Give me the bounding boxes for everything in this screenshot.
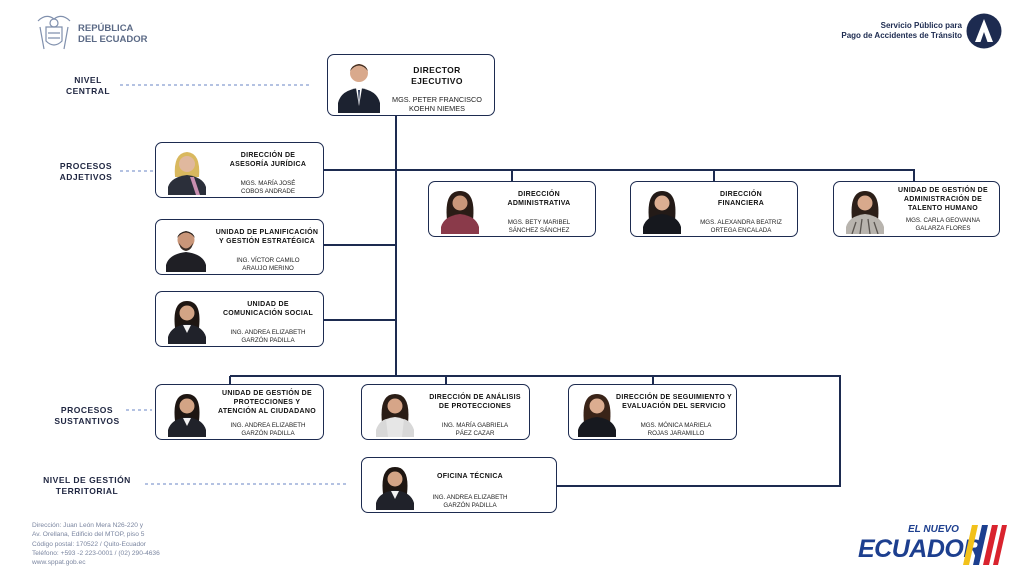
agency-logo-icon <box>966 13 1002 49</box>
avatar-male <box>335 58 383 118</box>
avatar-female <box>844 186 886 239</box>
flag-stripes-icon <box>962 523 1008 567</box>
avatar-female <box>439 186 481 239</box>
avatar-female <box>166 147 208 200</box>
agency-name: Servicio Público para Pago de Accidentes… <box>841 21 962 40</box>
footer-contact: Dirección: Juan León Mera N26-220 y Av. … <box>32 522 160 567</box>
avatar-female <box>576 389 618 442</box>
avatar-female <box>166 296 208 349</box>
avatar-female <box>641 186 683 239</box>
brand-wordmark: ECUADOR <box>858 535 981 563</box>
avatar-male <box>164 224 208 277</box>
website-link[interactable]: www.sppat.gob.ec <box>32 559 86 567</box>
coat-of-arms-icon <box>32 11 76 55</box>
card-title: OFICINA TÉCNICA <box>436 473 504 480</box>
avatar-female <box>166 389 208 442</box>
avatar-female <box>374 462 416 515</box>
avatar-female <box>374 389 416 442</box>
country-name: REPÚBLICA DEL ECUADOR <box>78 23 148 45</box>
brand-tagline: EL NUEVO <box>908 524 959 535</box>
